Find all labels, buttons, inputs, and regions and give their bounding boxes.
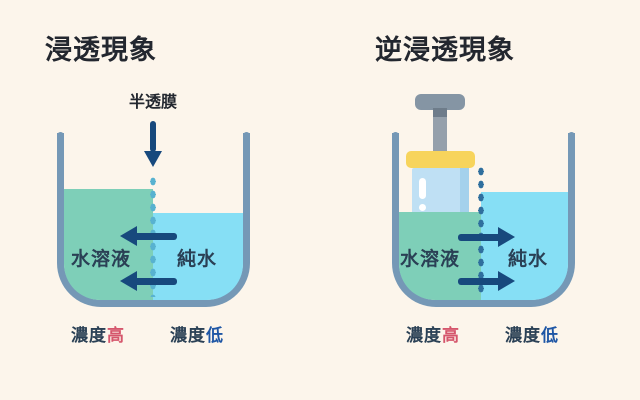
arrow-shaft	[458, 234, 501, 241]
reverse-osmosis-flow-arrow-icon	[457, 227, 515, 247]
concentration-low-label: 濃度低	[170, 321, 224, 346]
solution-water	[399, 212, 481, 300]
concentration-low-value: 低	[541, 326, 559, 345]
concentration-high-value: 高	[107, 326, 125, 345]
piston-handle	[415, 94, 465, 110]
arrow-shaft	[458, 278, 501, 285]
concentration-high-label: 濃度高	[71, 321, 125, 346]
concentration-prefix: 濃度	[71, 326, 107, 345]
piston-shine-dot-icon	[419, 204, 426, 211]
osmosis-title: 浸透現象	[45, 35, 157, 65]
concentration-prefix: 濃度	[170, 326, 206, 345]
osmosis-flow-arrow-icon	[120, 271, 178, 291]
arrow-head	[120, 271, 137, 291]
reverse-osmosis-flow-arrow-icon	[457, 271, 515, 291]
concentration-prefix: 濃度	[505, 326, 541, 345]
arrow-shaft	[134, 233, 177, 240]
osmosis-flow-arrow-icon	[120, 226, 178, 246]
solution-label: 水溶液	[399, 249, 461, 270]
concentration-high-value: 高	[442, 326, 460, 345]
piston-body-edge	[460, 168, 469, 214]
arrow-shaft	[150, 121, 156, 152]
arrow-head	[498, 271, 515, 291]
arrow-shaft	[134, 278, 177, 285]
arrow-head	[120, 226, 137, 246]
pure-water	[153, 213, 243, 300]
reverse-osmosis-title: 逆浸透現象	[375, 35, 515, 65]
concentration-low-label: 濃度低	[505, 321, 559, 346]
pure-water-label: 純水	[176, 249, 218, 270]
concentration-low-value: 低	[206, 326, 224, 345]
concentration-prefix: 濃度	[406, 326, 442, 345]
concentration-high-label: 濃度高	[406, 321, 460, 346]
pure-water-label: 純水	[507, 249, 549, 270]
membrane-label: 半透膜	[128, 94, 178, 111]
arrow-head	[498, 227, 515, 247]
arrow-head	[144, 151, 162, 167]
piston-connector	[433, 108, 447, 119]
solution-label: 水溶液	[70, 249, 132, 270]
piston-stem	[433, 117, 447, 154]
semipermeable-membrane-dotted-line	[478, 165, 484, 297]
piston-shine-icon	[419, 178, 426, 199]
membrane-pointer-arrow-icon	[144, 121, 162, 167]
